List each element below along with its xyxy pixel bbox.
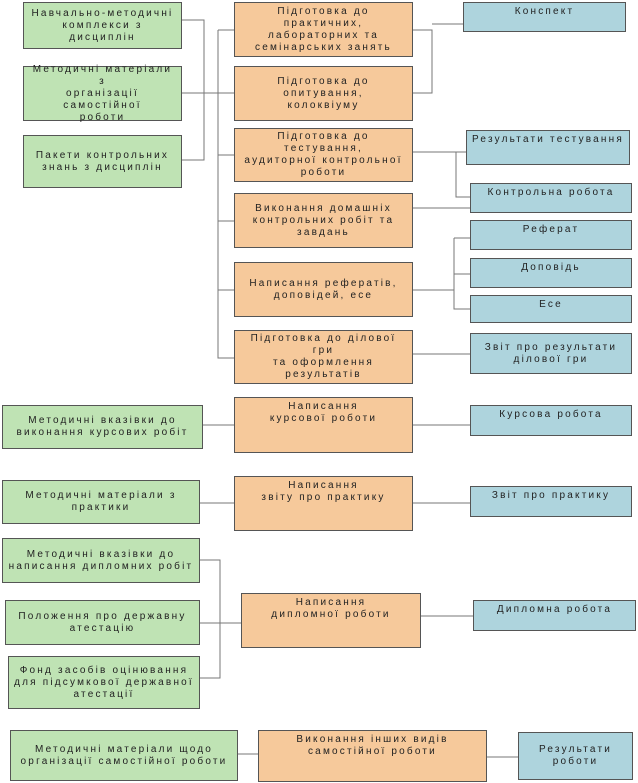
source-box: Пакети контрольних знань з дисциплін — [23, 135, 182, 188]
source-box: Методичні матеріали щодо організації сам… — [10, 730, 238, 781]
activity-box: Підготовка до практичних, лабораторних т… — [234, 2, 413, 57]
result-box: Контрольна робота — [470, 183, 632, 213]
activity-box: Написання звіту про практику — [234, 476, 413, 531]
activity-box: Підготовка до опитування, колоквіуму — [234, 66, 413, 121]
activity-box: Написання курсової роботи — [234, 397, 413, 453]
connector — [182, 19, 205, 161]
activity-box: Виконання інших видів самостійної роботи — [258, 730, 487, 782]
result-box: Реферат — [470, 220, 632, 250]
activity-box: Написання дипломної роботи — [241, 593, 421, 648]
result-box: Звіт про практику — [470, 486, 632, 517]
connector — [217, 30, 234, 359]
activity-box: Підготовка до тестування, аудиторної кон… — [234, 128, 413, 182]
connector — [453, 238, 470, 310]
result-box: Доповідь — [470, 258, 632, 288]
result-box: Конспект — [463, 2, 626, 32]
connector — [413, 29, 433, 94]
result-box: Курсова робота — [470, 405, 632, 436]
source-box: Фонд засобів оцінювання для підсумкової … — [8, 656, 200, 709]
connector — [200, 559, 221, 679]
source-box: Методичні матеріали з організації самост… — [23, 64, 182, 123]
source-box: Методичні матеріали з практики — [2, 480, 200, 524]
activity-box: Виконання домашніх контрольних робіт та … — [234, 193, 413, 248]
result-box: Дипломна робота — [473, 600, 636, 631]
source-box: Навчально-методичні комплекси з дисциплі… — [23, 2, 182, 49]
connector — [413, 151, 470, 198]
result-box: Результати тестування — [466, 130, 630, 165]
source-box: Методичні вказівки до написання дипломни… — [2, 538, 200, 583]
activity-box: Написання рефератів, доповідей, есе — [234, 262, 413, 317]
result-box: Есе — [470, 295, 632, 323]
result-box: Звіт про результати ділової гри — [470, 333, 632, 374]
activity-box: Підготовка до ділової гри та оформлення … — [234, 330, 413, 384]
source-box: Положення про державну атестацію — [5, 600, 200, 645]
source-box: Методичні вказівки до виконання курсових… — [2, 405, 203, 449]
result-box: Результати роботи — [518, 732, 633, 780]
